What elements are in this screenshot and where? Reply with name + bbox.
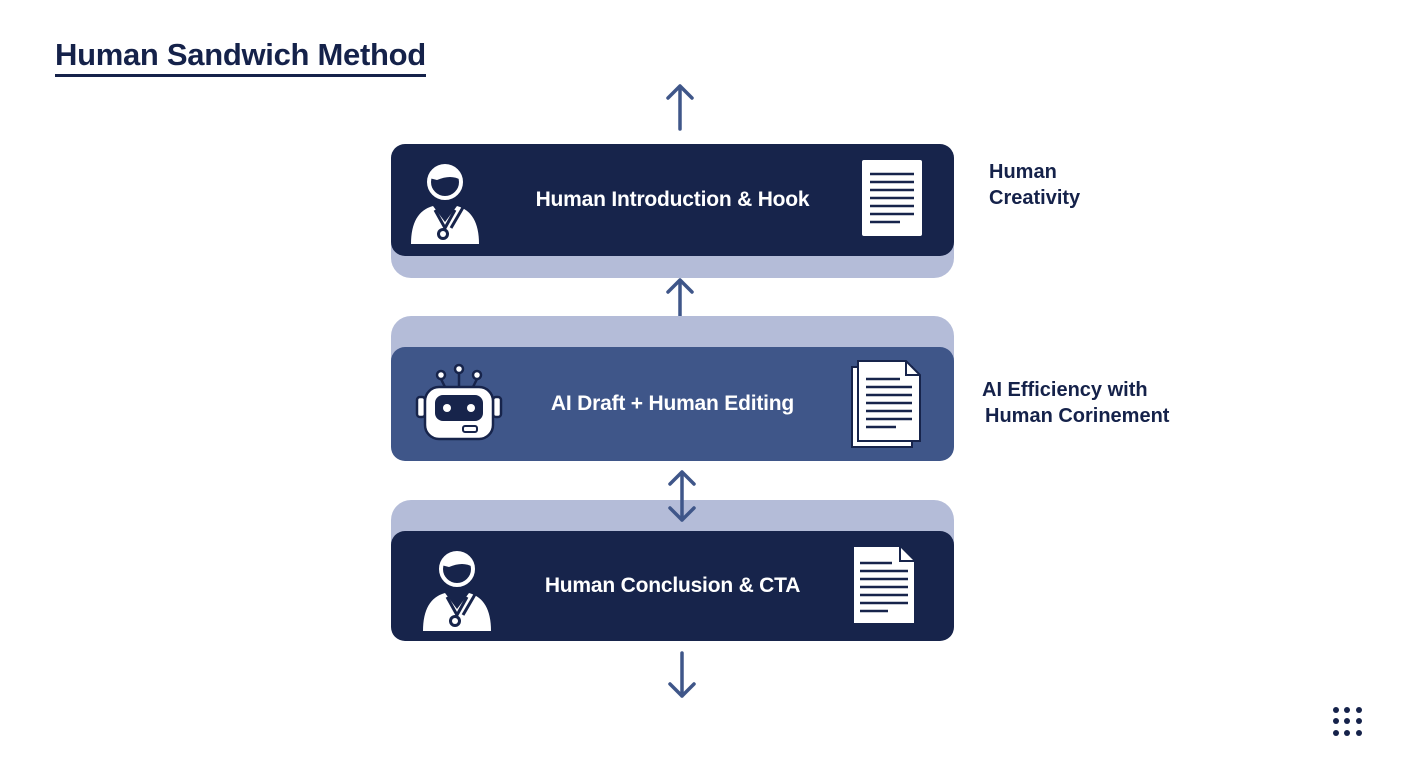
arrow-down-icon: [668, 651, 696, 698]
documents-stack-icon: [851, 360, 921, 448]
layer-label: Human Conclusion & CTA: [544, 574, 801, 597]
robot-icon: [415, 363, 503, 441]
person-icon: [423, 551, 491, 631]
side-label-line: Human Corinement: [985, 405, 1170, 427]
document-icon: [854, 547, 914, 623]
side-label-line: Human: [989, 161, 1057, 183]
layer-human-conclusion: Human Conclusion & CTA: [391, 531, 954, 641]
person-icon: [411, 164, 479, 244]
layer-label: AI Draft + Human Editing: [550, 392, 795, 415]
layer-ai-draft: AI Draft + Human Editing: [391, 347, 954, 461]
layer-label: Human Introduction & Hook: [535, 188, 810, 211]
layer-human-intro: Human Introduction & Hook: [391, 144, 954, 256]
document-icon: [862, 160, 922, 236]
arrow-up-icon: [666, 84, 694, 131]
side-label-line: Creativity: [989, 187, 1081, 209]
arrow-bidirectional-icon: [668, 470, 696, 522]
page-title: Human Sandwich Method: [55, 36, 426, 77]
side-label-human-creativity: Human Creativity: [989, 159, 1080, 211]
grid-dots-icon[interactable]: [1333, 707, 1363, 737]
side-label-ai-efficiency: AI Efficiency with Human Corinement: [982, 377, 1169, 429]
side-label-line: AI Efficiency with: [982, 379, 1148, 401]
